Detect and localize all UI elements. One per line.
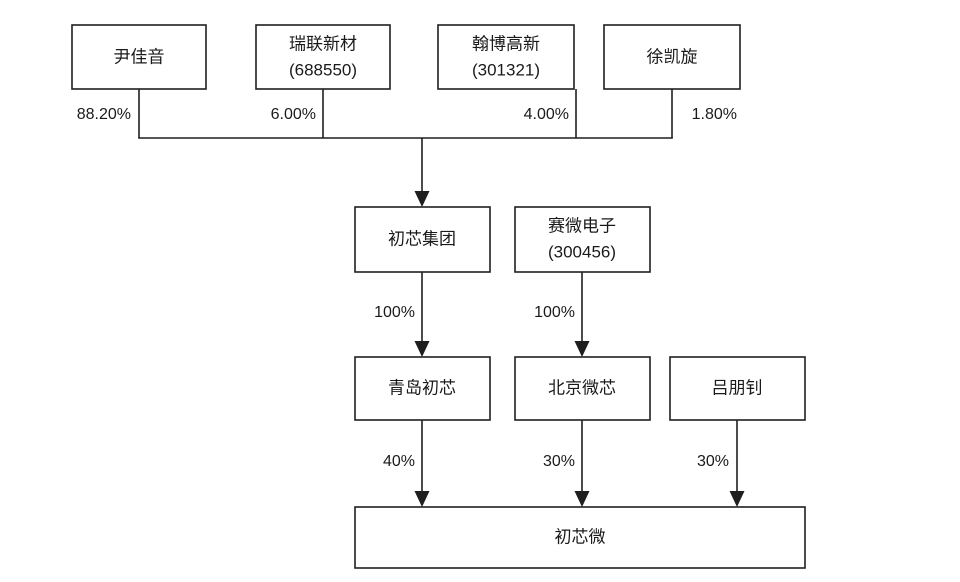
node-box-lvpengzhao[interactable] bbox=[669, 356, 806, 421]
node-label-ruilian-code: (688550) bbox=[289, 60, 357, 79]
edge-label-hanbo-percent: 4.00% bbox=[524, 106, 569, 123]
arrowhead-lvpengzhao-to-chuxinwei bbox=[729, 491, 745, 507]
node-qingdao[interactable]: 青岛初芯 bbox=[354, 356, 491, 421]
node-chuxin-group[interactable]: 初芯集团 bbox=[354, 206, 491, 273]
edge-label-beijingwx-chuxinwei-percent: 30% bbox=[543, 453, 575, 470]
node-box-beijingwx[interactable] bbox=[514, 356, 651, 421]
edge-label-chuxin-group-qingdao-percent: 100% bbox=[374, 304, 415, 321]
node-label-chuxin-group: 初芯集团 bbox=[388, 229, 456, 248]
tier3-connectors bbox=[414, 420, 745, 507]
node-label-hanbo-name: 翰博高新 bbox=[472, 34, 540, 53]
node-chuxinwei[interactable]: 初芯微 bbox=[354, 506, 806, 569]
node-label-chuxinwei: 初芯微 bbox=[555, 527, 606, 546]
node-box-ruilian[interactable] bbox=[255, 24, 391, 90]
arrowhead-to-qingdao bbox=[414, 341, 430, 357]
arrowhead-beijingwx-to-chuxinwei bbox=[574, 491, 590, 507]
node-ruilian[interactable]: 瑞联新材 (688550) bbox=[255, 24, 391, 90]
node-label-hanbo-code: (301321) bbox=[472, 60, 540, 79]
node-yinjiayin[interactable]: 尹佳音 bbox=[71, 24, 207, 90]
node-label-qingdao: 青岛初芯 bbox=[388, 378, 456, 397]
node-label-saiwei-name: 赛微电子 bbox=[548, 215, 616, 235]
edge-label-lvpengzhao-chuxinwei-percent: 30% bbox=[697, 453, 729, 470]
edge-label-xukaixuan-percent: 1.80% bbox=[692, 106, 737, 123]
edge-label-qingdao-chuxinwei-percent: 40% bbox=[383, 453, 415, 470]
node-hanbo[interactable]: 翰博高新 (301321) bbox=[437, 24, 575, 90]
node-label-beijingwx: 北京微芯 bbox=[548, 378, 616, 397]
node-box-xukaixuan[interactable] bbox=[603, 24, 741, 90]
node-box-yinjiayin[interactable] bbox=[71, 24, 207, 90]
node-xukaixuan[interactable]: 徐凯旋 bbox=[603, 24, 741, 90]
node-label-ruilian-name: 瑞联新材 bbox=[289, 34, 357, 53]
node-label-saiwei-code: (300456) bbox=[548, 242, 616, 261]
edge-label-saiwei-beijingwx-percent: 100% bbox=[534, 304, 575, 321]
edge-label-ruilian-percent: 6.00% bbox=[271, 106, 316, 123]
node-box-saiwei[interactable] bbox=[514, 206, 651, 273]
node-beijingwx[interactable]: 北京微芯 bbox=[514, 356, 651, 421]
edge-labels: 88.20% 6.00% 4.00% 1.80% 100% 100% 40% 3… bbox=[77, 106, 737, 470]
tier2-connectors bbox=[414, 272, 590, 357]
arrowhead-qingdao-to-chuxinwei bbox=[414, 491, 430, 507]
node-box-hanbo[interactable] bbox=[437, 24, 575, 90]
node-label-lvpengzhao: 吕朋钊 bbox=[712, 378, 763, 397]
node-box-chuxinwei[interactable] bbox=[354, 506, 806, 569]
node-box-qingdao[interactable] bbox=[354, 356, 491, 421]
node-lvpengzhao[interactable]: 吕朋钊 bbox=[669, 356, 806, 421]
arrowhead-to-chuxin-group bbox=[414, 191, 430, 207]
node-box-chuxin-group[interactable] bbox=[354, 206, 491, 273]
edge-label-yinjiayin-percent: 88.20% bbox=[77, 106, 131, 123]
arrowhead-to-beijingwx bbox=[574, 341, 590, 357]
tier1-connectors bbox=[138, 89, 673, 207]
node-label-xukaixuan: 徐凯旋 bbox=[647, 47, 698, 66]
node-saiwei[interactable]: 赛微电子 (300456) bbox=[514, 206, 651, 273]
node-label-yinjiayin: 尹佳音 bbox=[114, 47, 165, 66]
